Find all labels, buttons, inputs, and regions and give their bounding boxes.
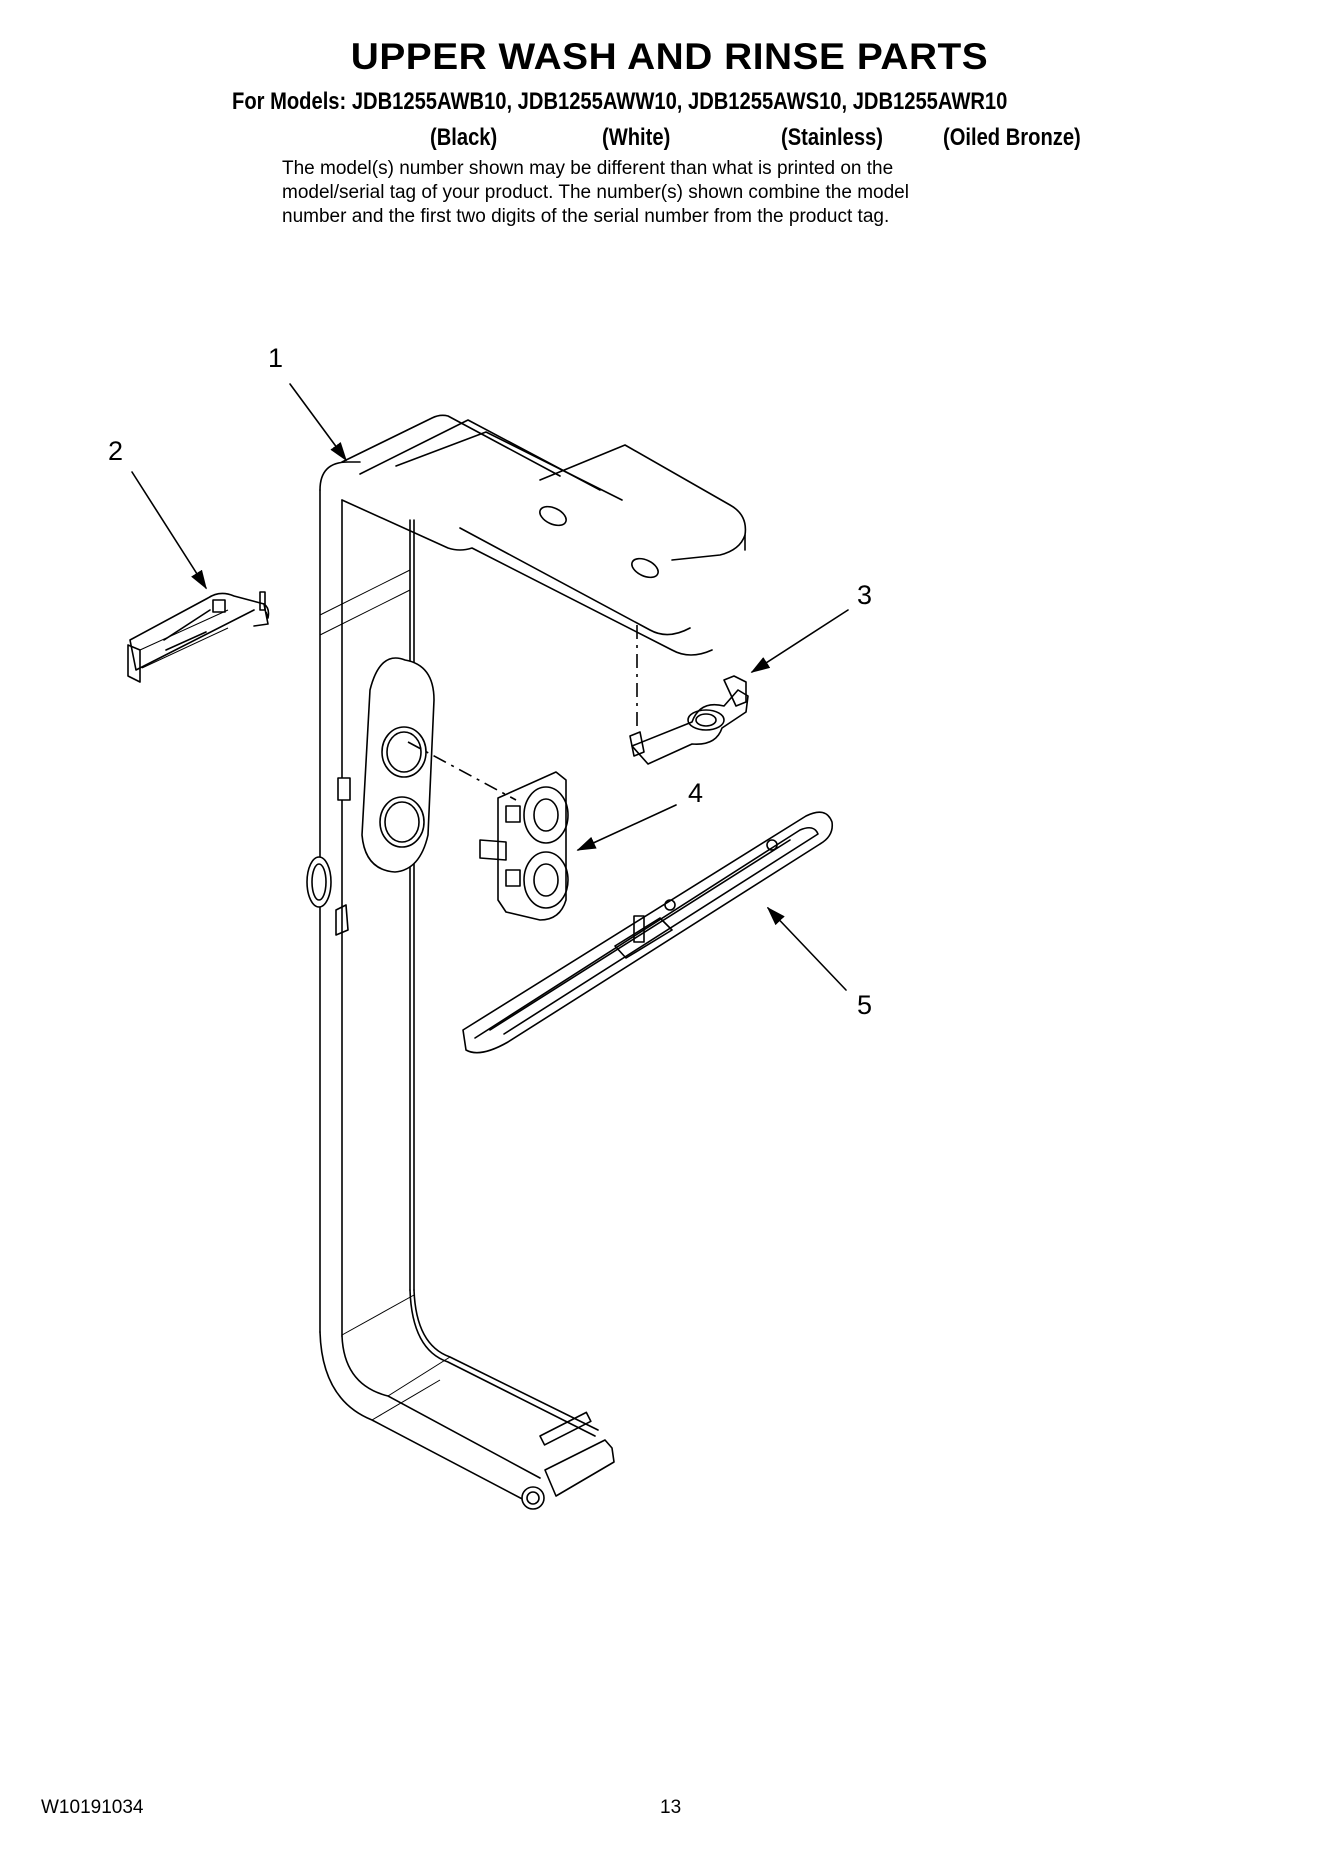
part-5-spray-arm — [462, 811, 834, 1054]
assembly-line-4 — [407, 741, 517, 801]
part-1-conduit — [306, 414, 747, 1510]
page-title: UPPER WASH AND RINSE PARTS — [350, 36, 989, 77]
part-2-clip — [127, 591, 270, 683]
note-line: model/serial tag of your product. The nu… — [282, 182, 909, 203]
models-line: For Models: JDB1255AWB10, JDB1255AWW10, … — [232, 88, 1008, 115]
part-3-bracket — [629, 675, 749, 765]
color-label-stainless: (Stainless) — [781, 124, 883, 151]
callout-4: 4 — [688, 778, 704, 808]
color-label-oiled-bronze: (Oiled Bronze) — [943, 124, 1081, 151]
document-part-number: W10191034 — [41, 1797, 144, 1818]
callout-3: 3 — [857, 580, 873, 610]
callout-5: 5 — [857, 990, 873, 1020]
model-number-note: The model(s) number shown may be differe… — [282, 157, 1082, 229]
callout-arrows — [131, 383, 849, 991]
note-line: The model(s) number shown may be differe… — [282, 158, 894, 179]
note-line: number and the first two digits of the s… — [282, 206, 890, 227]
color-label-white: (White) — [602, 124, 671, 151]
color-label-black: (Black) — [430, 124, 498, 151]
part-4-manifold-seal — [479, 771, 569, 921]
page-number: 13 — [660, 1797, 682, 1818]
callout-1: 1 — [268, 343, 284, 373]
callout-2: 2 — [108, 436, 124, 466]
